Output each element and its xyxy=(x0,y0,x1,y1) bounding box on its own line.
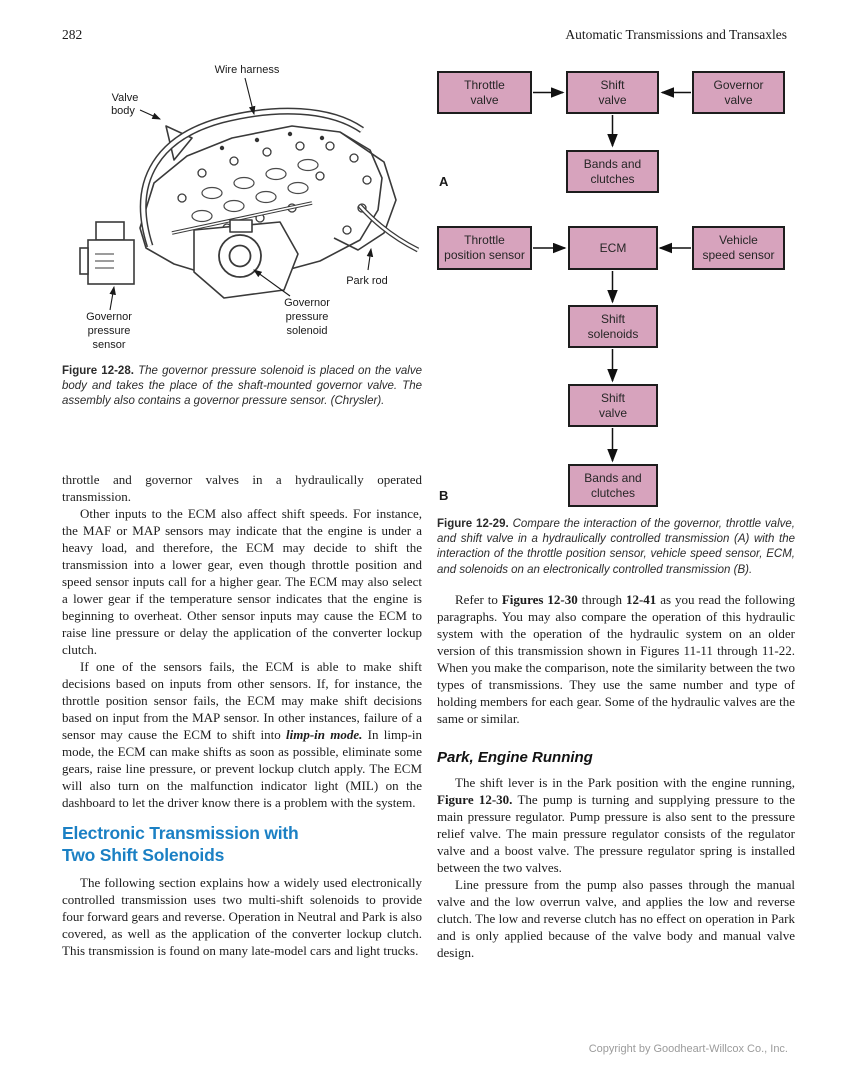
figure-12-29-caption-text: Compare the interaction of the governor,… xyxy=(437,518,795,576)
figure-12-28-caption-text: The governor pressure solenoid is placed… xyxy=(62,365,422,408)
paragraph-continuation: throttle and governor valves in a hydrau… xyxy=(62,472,422,504)
paragraph-refer-seg3: through xyxy=(577,591,626,607)
section-heading-line1: Electronic Transmission with xyxy=(62,823,299,843)
solenoid-label-line3: solenoid xyxy=(287,325,328,337)
running-title: Automatic Transmissions and Transaxles xyxy=(565,27,787,42)
valve-bores xyxy=(191,158,319,223)
figure-12-41-ref: 12-41 xyxy=(625,591,657,607)
diagram-b: Throttle position sensor ECM Vehicle spe… xyxy=(437,226,795,512)
paragraph-following-section: The following section explains how a wid… xyxy=(62,875,422,958)
box-vehicle-speed-sensor: Vehicle speed sensor xyxy=(692,226,785,270)
paragraph-refer-seg1: Refer to xyxy=(455,591,502,607)
wire-harness-label: Wire harness xyxy=(215,64,280,76)
paragraph-park: The shift lever is in the Park position … xyxy=(437,774,795,876)
wire-harness-tube xyxy=(139,107,364,248)
valve-body-label-line2: body xyxy=(111,105,135,117)
panel-label-b: B xyxy=(439,488,449,503)
figure-callouts xyxy=(109,77,374,311)
box-shift-valve-b: Shift valve xyxy=(568,384,658,427)
box-shift-valve-a-label: Shift valve xyxy=(598,77,627,107)
diagram-a: Throttle valve Shift valve Governor valv… xyxy=(437,66,795,202)
section-heading-line2: Two Shift Solenoids xyxy=(62,844,225,865)
sensor-label-line2: pressure xyxy=(88,325,131,337)
park-rod-label: Park rod xyxy=(346,275,388,287)
box-throttle-valve: Throttle valve xyxy=(437,71,532,114)
solenoid-label-line1: Governor xyxy=(284,297,330,309)
box-bands-clutches-b-label: Bands and clutches xyxy=(584,470,642,500)
sensor-label-line3: sensor xyxy=(92,339,125,351)
valve-body-label-line1: Valve xyxy=(112,92,139,104)
sensor-label-line1: Governor xyxy=(86,311,132,323)
copyright-notice: Copyright by Goodheart-Willcox Co., Inc. xyxy=(588,1043,788,1055)
box-governor-valve: Governor valve xyxy=(692,71,785,114)
paragraph-other-inputs: Other inputs to the ECM also affect shif… xyxy=(62,506,422,657)
box-shift-valve-a: Shift valve xyxy=(566,71,659,114)
governor-pressure-solenoid-shape xyxy=(218,234,262,278)
figure-12-30-ref: Figure 12-30. xyxy=(437,791,513,807)
figure-12-29-caption-label: Figure 12-29. xyxy=(437,518,509,530)
box-shift-valve-b-label: Shift valve xyxy=(598,390,627,420)
paragraph-park-seg1: The shift lever is in the Park position … xyxy=(455,774,795,790)
paragraph-refer: Refer to Figures 12-30 through 12-41 as … xyxy=(437,591,795,727)
limp-in-mode-term: limp-in mode. xyxy=(286,727,363,742)
box-ecm-label: ECM xyxy=(599,240,627,255)
subheading-park-engine-running: Park, Engine Running xyxy=(437,748,593,766)
box-bands-clutches-b: Bands and clutches xyxy=(568,464,658,507)
box-shift-solenoids-label: Shift solenoids xyxy=(587,311,639,341)
paragraph-park-seg3: The pump is turning and supplying pressu… xyxy=(437,791,795,875)
paragraph-sensor-fail-text: If one of the sensors fails, the ECM is … xyxy=(62,659,422,742)
page-number: 282 xyxy=(62,27,83,42)
right-column: Figure 12-29. Compare the interaction of… xyxy=(437,517,795,961)
box-bands-clutches-a: Bands and clutches xyxy=(566,150,659,193)
paragraph-sensor-fail-text-after: In limp-in mode, the ECM can make shifts… xyxy=(62,727,423,810)
left-column: throttle and governor valves in a hydrau… xyxy=(62,471,422,959)
harness-clips xyxy=(219,131,325,151)
figure-12-29-caption: Figure 12-29. Compare the interaction of… xyxy=(437,517,795,578)
paragraph-line-pressure: Line pressure from the pump also passes … xyxy=(437,876,795,960)
valve-body-illustration: Wire harness Valve body Park rod Governo… xyxy=(79,64,420,351)
box-governor-valve-label: Governor valve xyxy=(713,77,764,107)
box-ecm: ECM xyxy=(568,226,658,270)
box-throttle-valve-label: Throttle valve xyxy=(464,77,505,107)
box-throttle-position-sensor: Throttle position sensor xyxy=(437,226,532,270)
panel-label-a: A xyxy=(439,174,449,189)
box-throttle-position-sensor-label: Throttle position sensor xyxy=(444,233,525,262)
box-vehicle-speed-sensor-label: Vehicle speed sensor xyxy=(702,233,775,262)
figures-12-30-ref: Figures 12-30 xyxy=(501,591,578,607)
paragraph-refer-seg5: as you read the following paragraphs. Yo… xyxy=(437,591,795,726)
solenoid-label-line2: pressure xyxy=(286,311,329,323)
paragraph-sensor-fail: If one of the sensors fails, the ECM is … xyxy=(62,658,422,811)
governor-pressure-sensor-shape xyxy=(79,221,135,285)
box-bands-clutches-a-label: Bands and clutches xyxy=(583,156,642,186)
figure-12-28-caption-label: Figure 12-28. xyxy=(62,365,134,377)
figure-label-texts: Wire harness Valve body Park rod Governo… xyxy=(86,64,388,351)
park-rod-shape xyxy=(358,204,420,253)
figure-12-28-caption: Figure 12-28. The governor pressure sole… xyxy=(62,364,422,410)
box-shift-solenoids: Shift solenoids xyxy=(568,305,658,348)
